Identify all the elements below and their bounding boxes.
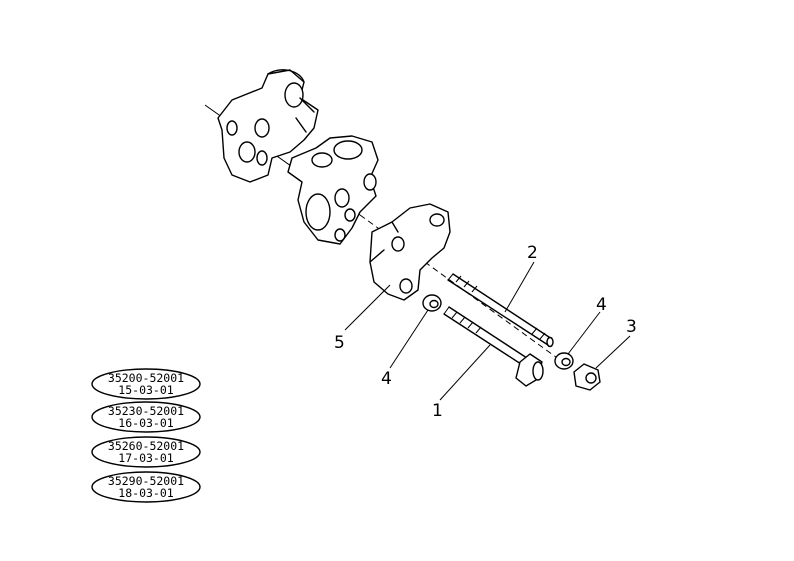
part-3-nut: [573, 363, 601, 391]
serial-label-3-code: 35260-52001: [108, 439, 184, 453]
serial-label-1-date: 15-03-01: [118, 383, 173, 397]
part-4-washer-left: [422, 294, 442, 312]
callout-2: 2: [527, 243, 538, 263]
serial-label-2-date: 16-03-01: [118, 416, 173, 430]
leader-lines: [344, 261, 631, 401]
serial-label-4-date: 18-03-01: [118, 486, 173, 500]
part-5-bracket: [369, 203, 451, 301]
serial-label-1: 35200-52001 15-03-01: [91, 368, 201, 400]
callout-4-right: 4: [596, 295, 607, 315]
serial-label-2-code: 35230-52001: [108, 404, 184, 418]
callout-4-left: 4: [381, 369, 392, 389]
callout-5: 5: [334, 333, 345, 353]
callout-1: 1: [432, 401, 443, 421]
serial-label-2: 35230-52001 16-03-01: [91, 401, 201, 433]
part-2-long-bolt: [447, 273, 554, 348]
serial-label-4-code: 35290-52001: [108, 474, 184, 488]
serial-label-3-date: 17-03-01: [118, 451, 173, 465]
part-1-bolt: [443, 306, 544, 387]
part-4-washer-right: [554, 352, 574, 370]
serial-label-1-code: 35200-52001: [108, 371, 184, 385]
serial-label-3: 35260-52001 17-03-01: [91, 436, 201, 468]
upper-housing-block: [217, 69, 319, 183]
serial-label-4: 35290-52001 18-03-01: [91, 471, 201, 503]
middle-housing-block: [287, 135, 379, 245]
callout-3: 3: [626, 317, 637, 337]
